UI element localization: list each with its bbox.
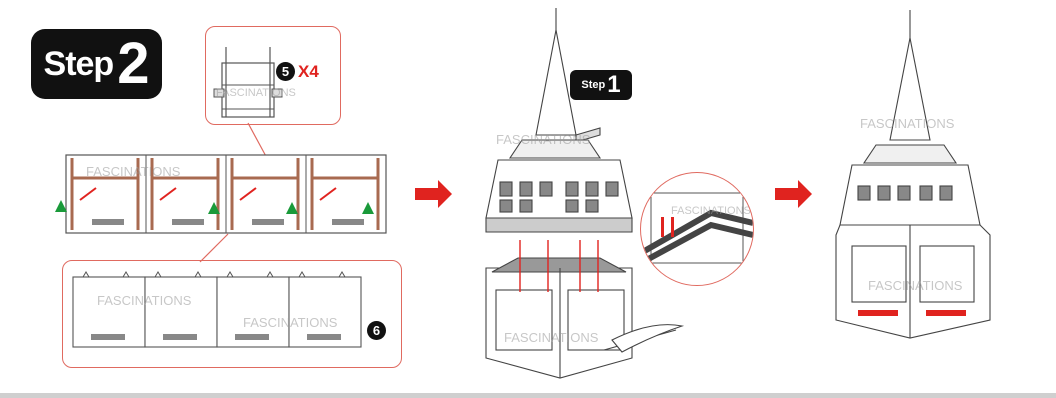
tower-exploded <box>485 8 685 379</box>
sub-step-number: 1 <box>607 71 621 98</box>
detail-drawing <box>641 192 753 266</box>
piece-callout-top: 5 X4 FASCINATIONS <box>205 26 341 125</box>
watermark-strip-top: FASCINATIONS <box>86 164 181 179</box>
step-number: 2 <box>117 31 150 96</box>
watermark-tower-right-base: FASCINATIONS <box>868 278 963 293</box>
watermark-tower-right-top: FASCINATIONS <box>860 116 955 131</box>
piece-6-drawing <box>72 271 362 348</box>
watermark-strip-2: FASCINATIONS <box>243 315 338 330</box>
watermark-tower-base: FASCINATIONS <box>504 330 599 345</box>
piece-5-badge: 5 <box>276 62 295 81</box>
watermark-strip-1: FASCINATIONS <box>97 293 192 308</box>
wall-strip <box>55 154 387 234</box>
piece-quantity: X4 <box>298 62 319 81</box>
arrow-2 <box>775 180 812 208</box>
piece-6-badge: 6 <box>367 321 386 340</box>
detail-magnifier: FASCINATIONS <box>640 172 754 286</box>
watermark-detail: FASCINATIONS <box>671 205 751 217</box>
watermark-callout: FASCINATIONS <box>216 87 296 99</box>
step-word: Step <box>43 44 115 83</box>
watermark-tower-mid: FASCINATIONS <box>496 132 591 147</box>
sub-step-word: Step <box>581 79 606 91</box>
step-badge: Step 2 <box>31 29 162 99</box>
tower-assembled <box>835 10 991 339</box>
sub-step-badge: Step 1 <box>570 70 632 100</box>
green-markers <box>55 200 374 214</box>
arrow-1 <box>415 180 452 208</box>
piece-5-drawing <box>213 47 283 118</box>
bottom-divider <box>0 393 1056 398</box>
piece-callout-bottom: 6 FASCINATIONS FASCINATIONS <box>62 260 402 368</box>
